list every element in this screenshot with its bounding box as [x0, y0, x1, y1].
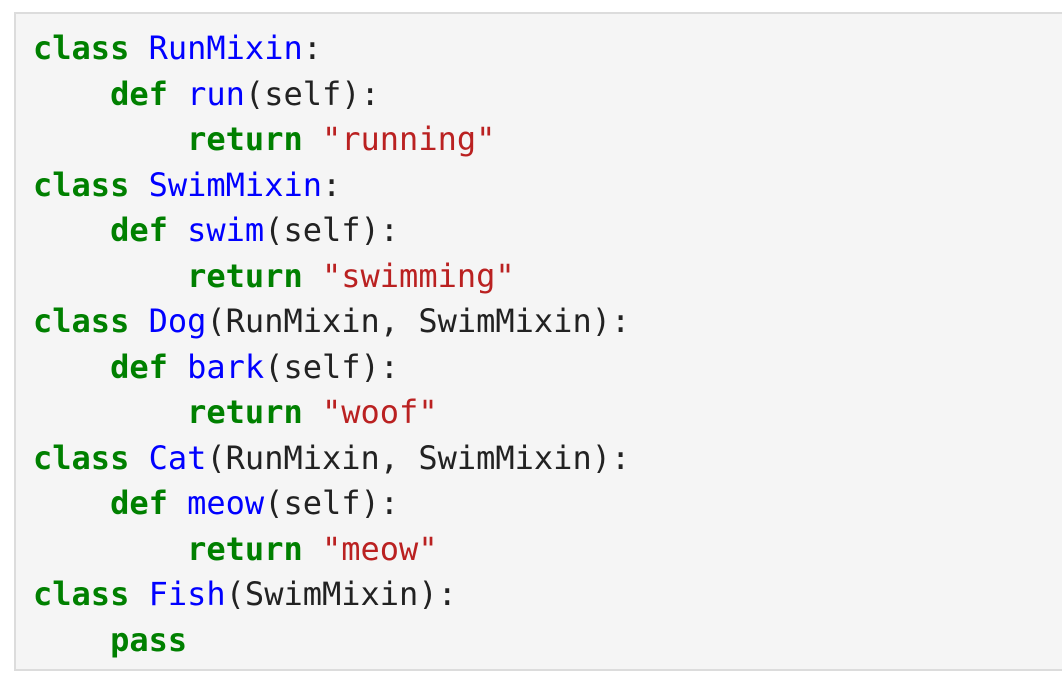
code-keyword: def	[110, 484, 168, 522]
code-block: class RunMixin: def run(self): return "r…	[14, 12, 1062, 671]
code-keyword: def	[110, 347, 168, 386]
code-identifier: SwimMixin	[148, 165, 322, 204]
code-keyword: pass	[110, 620, 188, 659]
code-indent	[33, 75, 110, 113]
code-identifier: bark	[187, 347, 265, 386]
code-keyword: return	[187, 529, 303, 568]
code-punctuation	[129, 302, 148, 340]
code-punctuation: (RunMixin, SwimMixin):	[206, 302, 631, 340]
code-indent	[33, 120, 187, 158]
code-line: class Dog(RunMixin, SwimMixin):	[33, 299, 630, 345]
code-identifier: Dog	[148, 302, 207, 340]
code-line: return "woof"	[33, 390, 630, 436]
code-keyword: def	[110, 74, 168, 113]
code-string: "running"	[321, 120, 496, 158]
code-keyword: class	[33, 438, 130, 477]
code-line: return "meow"	[33, 527, 630, 573]
code-punctuation	[168, 484, 187, 522]
code-keyword: return	[187, 256, 303, 295]
code-punctuation: (RunMixin, SwimMixin):	[206, 438, 631, 477]
code-line: def bark(self):	[33, 345, 630, 391]
code-keyword: return	[187, 120, 303, 158]
code-punctuation	[168, 75, 187, 113]
code-punctuation	[129, 439, 148, 477]
code-indent	[33, 348, 110, 386]
code-line: return "running"	[33, 117, 630, 163]
code-lines: class RunMixin: def run(self): return "r…	[33, 26, 630, 663]
code-punctuation: (self):	[264, 347, 400, 386]
code-punctuation	[303, 393, 322, 431]
code-identifier: RunMixin	[148, 29, 303, 67]
code-identifier: Fish	[148, 575, 226, 613]
code-indent	[33, 530, 187, 568]
code-keyword: class	[33, 29, 130, 67]
code-punctuation: (SwimMixin):	[225, 575, 457, 613]
code-line: class SwimMixin:	[33, 163, 630, 209]
code-punctuation: (self):	[264, 211, 400, 249]
code-line: def run(self):	[33, 72, 630, 118]
code-punctuation	[168, 348, 187, 386]
code-string: "swimming"	[321, 256, 515, 295]
code-punctuation: (self):	[264, 484, 400, 522]
code-identifier: Cat	[148, 438, 207, 477]
code-indent	[33, 211, 110, 249]
code-string: "woof"	[321, 393, 438, 431]
code-string: "meow"	[321, 529, 438, 568]
code-line: class Cat(RunMixin, SwimMixin):	[33, 436, 630, 482]
code-punctuation	[129, 575, 148, 613]
code-line: def meow(self):	[33, 481, 630, 527]
code-punctuation	[168, 211, 187, 249]
code-line: return "swimming"	[33, 254, 630, 300]
code-keyword: def	[110, 211, 168, 249]
code-identifier: run	[187, 74, 245, 113]
code-punctuation: :	[321, 165, 342, 204]
code-punctuation: :	[302, 29, 322, 67]
code-indent	[33, 393, 187, 431]
code-identifier: meow	[187, 484, 265, 522]
code-punctuation	[303, 257, 322, 295]
code-punctuation	[129, 29, 148, 67]
code-line: pass	[33, 618, 630, 664]
code-indent	[33, 257, 187, 295]
code-identifier: swim	[187, 211, 265, 249]
code-punctuation	[303, 530, 322, 568]
code-keyword: return	[187, 393, 303, 431]
code-line: def swim(self):	[33, 208, 630, 254]
code-keyword: class	[33, 165, 130, 204]
code-line: class RunMixin:	[33, 26, 630, 72]
code-indent	[33, 484, 110, 522]
code-punctuation: (self):	[244, 74, 380, 113]
code-line: class Fish(SwimMixin):	[33, 572, 630, 618]
code-punctuation	[129, 166, 148, 204]
code-keyword: class	[33, 575, 130, 613]
code-indent	[33, 621, 110, 659]
code-keyword: class	[33, 302, 130, 340]
code-punctuation	[303, 120, 322, 158]
